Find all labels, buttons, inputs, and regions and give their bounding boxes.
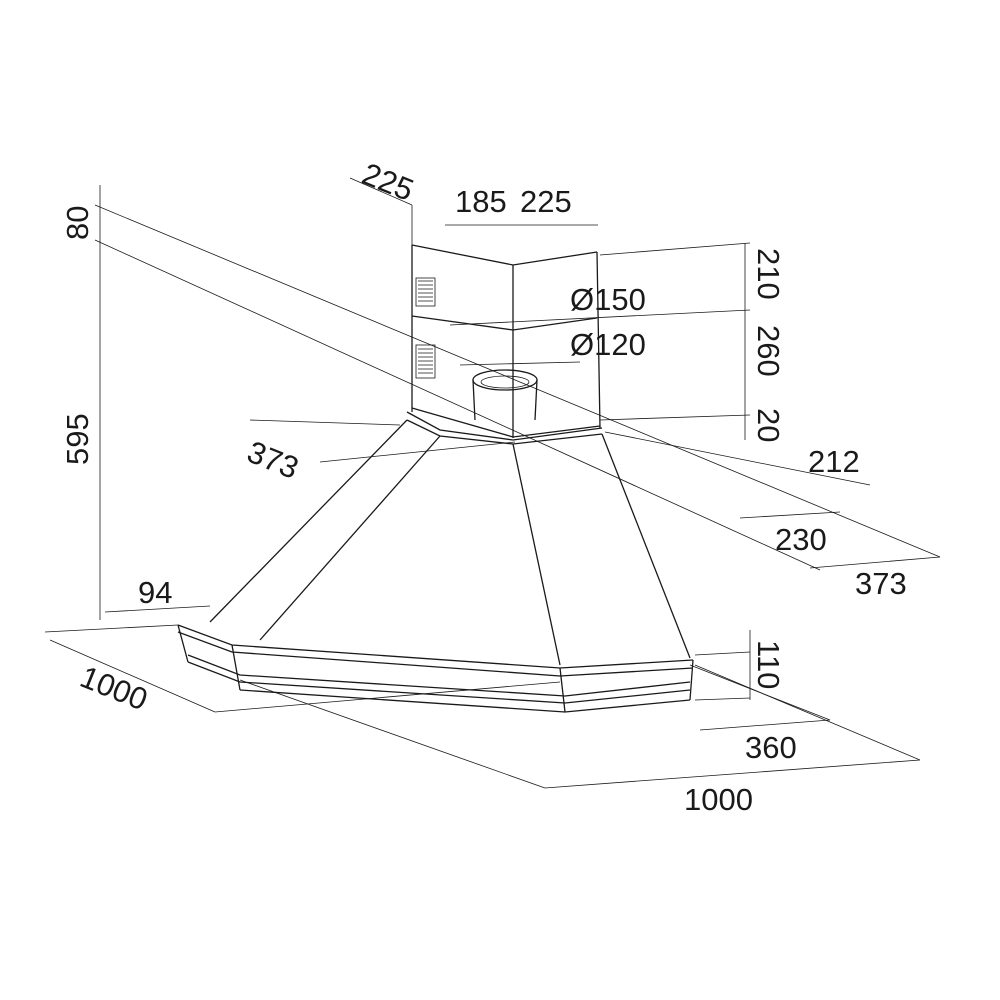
dim-outlet-150: Ø150 — [570, 282, 646, 317]
dim-collar: 20 — [751, 408, 786, 442]
dim-left-depth: 373 — [242, 434, 303, 486]
dim-chimney-front-right: 225 — [520, 184, 572, 219]
dim-right-230: 230 — [775, 522, 827, 557]
vent-grille-icon — [415, 277, 436, 379]
dim-lower-chimney: 260 — [751, 325, 786, 377]
dim-upper-chimney: 210 — [751, 248, 786, 300]
hood-outline — [177, 244, 694, 713]
dim-outlet-120: Ø120 — [570, 327, 646, 362]
dimension-labels: 225 185 225 80 595 210 260 20 Ø150 Ø120 … — [60, 156, 907, 817]
dim-right-depth: 373 — [855, 566, 907, 601]
dim-front-depth: 360 — [745, 730, 797, 765]
dim-chimney-side-depth: 225 — [357, 156, 418, 208]
dim-right-width: 1000 — [684, 782, 753, 817]
dim-rim-offset: 94 — [138, 575, 172, 610]
dim-top-offset: 80 — [60, 206, 95, 240]
dim-chimney-front-left: 185 — [455, 184, 507, 219]
dim-canopy-height: 595 — [60, 413, 95, 465]
dim-right-212: 212 — [808, 444, 860, 479]
dimension-lines — [44, 177, 941, 789]
dim-rim-height: 110 — [751, 640, 786, 689]
